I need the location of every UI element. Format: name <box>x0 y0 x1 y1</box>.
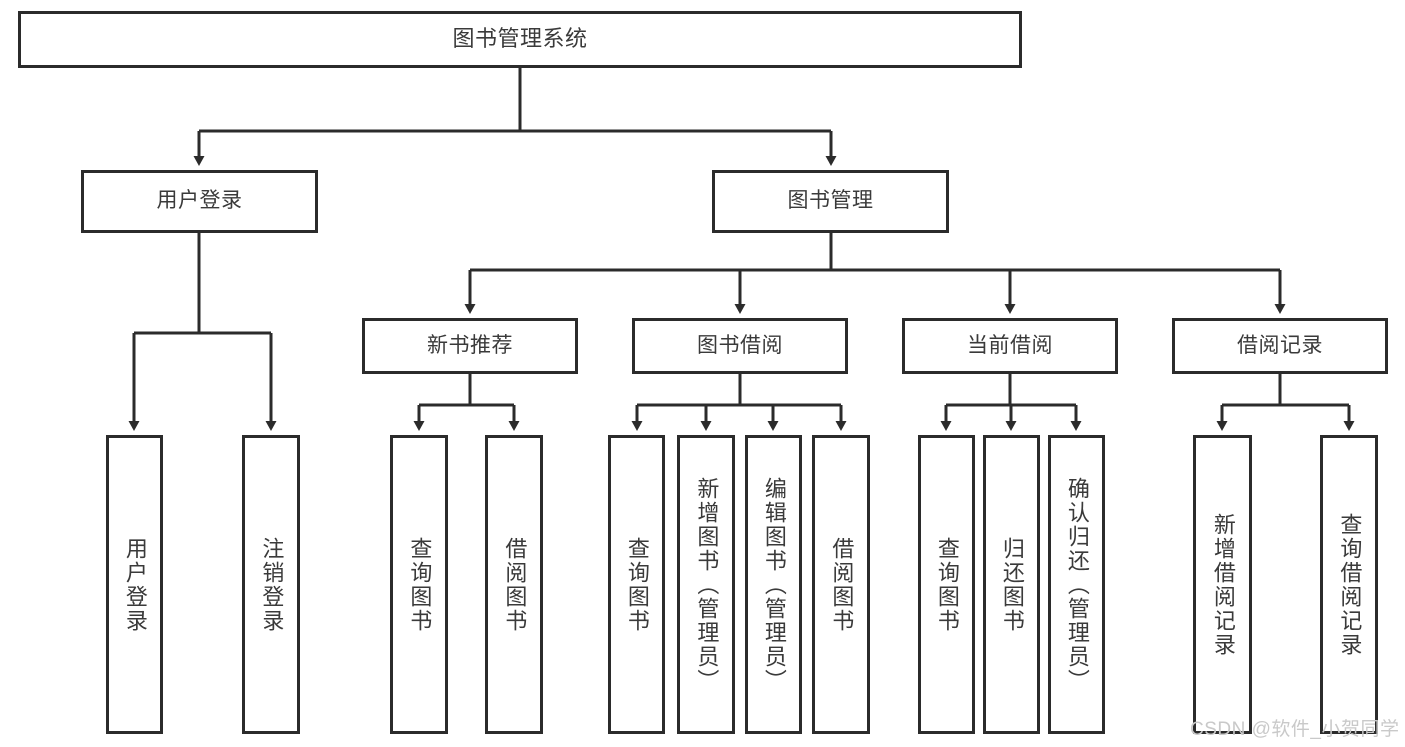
leaf-current-borrow-confirm[interactable]: 确认归还（管理员） <box>1048 435 1105 734</box>
node-current-borrow[interactable]: 当前借阅 <box>902 318 1118 374</box>
leaf-book-borrow-borrow-label: 借阅图书 <box>829 536 855 633</box>
leaf-book-borrow-edit-label: 编辑图书（管理员） <box>761 476 787 693</box>
node-root[interactable]: 图书管理系统 <box>18 11 1022 68</box>
leaf-new-book-query[interactable]: 查询图书 <box>390 435 448 734</box>
node-book-management-label: 图书管理 <box>787 189 874 213</box>
node-new-book-recommend[interactable]: 新书推荐 <box>362 318 578 374</box>
leaf-borrow-record-add[interactable]: 新增借阅记录 <box>1193 435 1252 734</box>
leaf-book-borrow-edit[interactable]: 编辑图书（管理员） <box>745 435 802 734</box>
leaf-user-login-login[interactable]: 用户登录 <box>106 435 163 734</box>
node-borrow-record[interactable]: 借阅记录 <box>1172 318 1388 374</box>
leaf-current-borrow-return[interactable]: 归还图书 <box>983 435 1040 734</box>
node-new-book-recommend-label: 新书推荐 <box>427 333 513 357</box>
leaf-user-login-logout-label: 注销登录 <box>259 536 285 633</box>
node-user-login[interactable]: 用户登录 <box>81 170 318 233</box>
node-root-label: 图书管理系统 <box>452 26 588 52</box>
leaf-new-book-borrow[interactable]: 借阅图书 <box>485 435 543 734</box>
node-book-borrow[interactable]: 图书借阅 <box>632 318 848 374</box>
leaf-borrow-record-query[interactable]: 查询借阅记录 <box>1320 435 1378 734</box>
leaf-current-borrow-confirm-label: 确认归还（管理员） <box>1064 476 1090 693</box>
leaf-new-book-borrow-label: 借阅图书 <box>502 536 528 633</box>
leaf-borrow-record-query-label: 查询借阅记录 <box>1337 512 1363 657</box>
leaf-borrow-record-add-label: 新增借阅记录 <box>1210 512 1236 657</box>
node-current-borrow-label: 当前借阅 <box>967 333 1053 357</box>
leaf-current-borrow-query[interactable]: 查询图书 <box>918 435 975 734</box>
leaf-book-borrow-query[interactable]: 查询图书 <box>608 435 665 734</box>
node-book-borrow-label: 图书借阅 <box>697 333 783 357</box>
leaf-book-borrow-query-label: 查询图书 <box>624 536 650 633</box>
leaf-current-borrow-query-label: 查询图书 <box>934 536 960 633</box>
leaf-book-borrow-add[interactable]: 新增图书（管理员） <box>677 435 735 734</box>
node-borrow-record-label: 借阅记录 <box>1237 333 1323 357</box>
node-book-management[interactable]: 图书管理 <box>712 170 949 233</box>
csdn-watermark: CSDN @软件_小贺同学 <box>1190 719 1400 740</box>
leaf-user-login-login-label: 用户登录 <box>122 536 148 633</box>
leaf-new-book-query-label: 查询图书 <box>407 536 433 633</box>
leaf-user-login-logout[interactable]: 注销登录 <box>242 435 300 734</box>
node-user-login-label: 用户登录 <box>156 189 243 213</box>
leaf-book-borrow-add-label: 新增图书（管理员） <box>694 476 720 693</box>
leaf-current-borrow-return-label: 归还图书 <box>999 536 1025 633</box>
leaf-book-borrow-borrow[interactable]: 借阅图书 <box>812 435 870 734</box>
